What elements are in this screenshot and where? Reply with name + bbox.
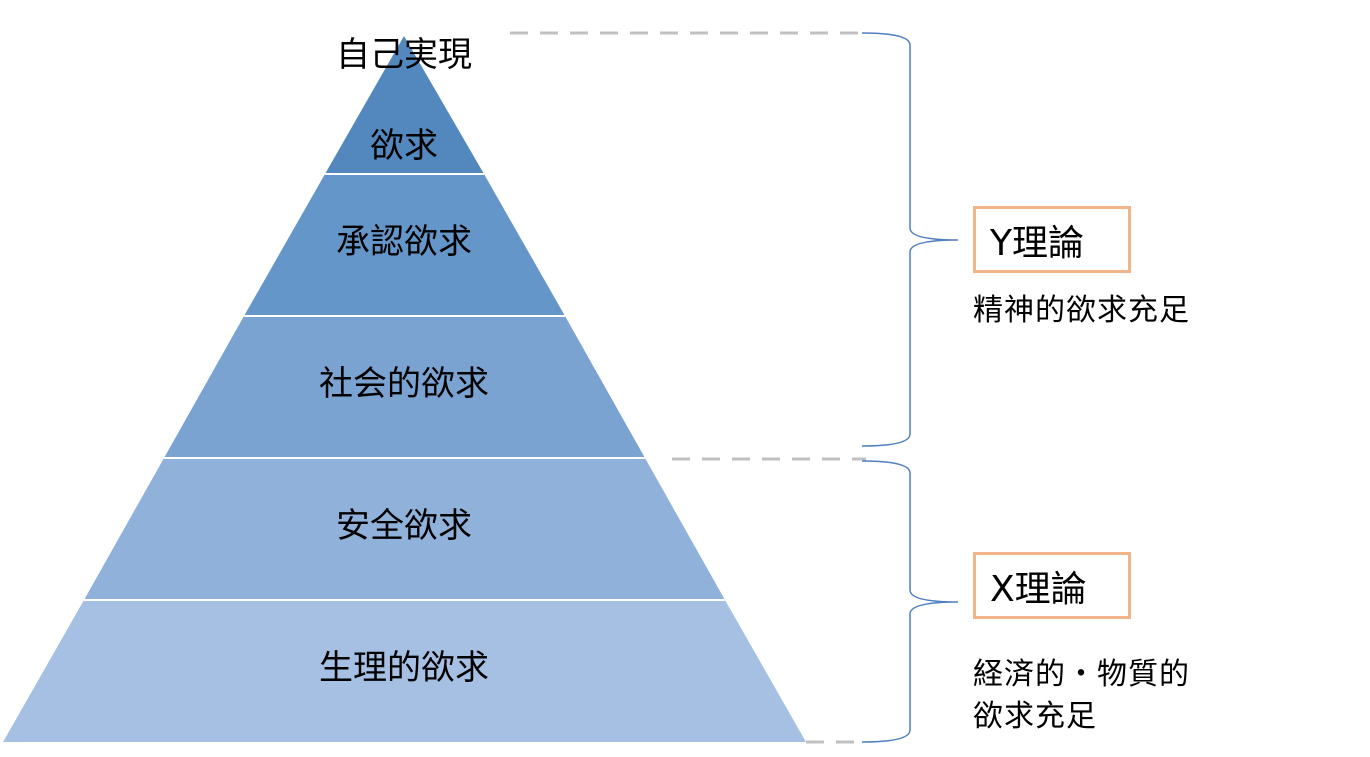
x-theory-note: 経済的・物質的 欲求充足 [973,654,1190,738]
y-theory-note-text: 精神的欲求充足 [973,293,1190,328]
level-label-social: 社会的欲求 [319,364,489,404]
level-label-physiological: 生理的欲求 [319,648,489,688]
pyramid-level-social [164,316,645,458]
level-label-self-actualization-line1: 自己実現 [336,35,472,75]
x-theory-note-line1: 経済的・物質的 [973,657,1190,692]
x-theory-title: X理論 [990,568,1087,610]
pyramid-level-self-actualization [325,36,484,174]
level-label-safety: 安全欲求 [336,506,472,546]
dashed-guides [510,31,866,744]
pyramid-level-esteem [244,174,565,316]
x-theory-box: X理論 [973,552,1131,619]
pyramid-level-physiological [3,600,806,742]
braces [861,32,959,743]
y-theory-box: Y理論 [973,206,1131,273]
level-separators [84,173,725,601]
level-label-self-actualization-line2: 欲求 [370,126,438,166]
brace-x-theory [861,460,959,743]
level-label-esteem: 承認欲求 [336,222,472,262]
brace-y-theory [861,32,959,447]
x-theory-note-line2: 欲求充足 [973,699,1097,734]
y-theory-note: 精神的欲求充足 [973,290,1190,332]
y-theory-title: Y理論 [990,222,1084,264]
pyramid-level-safety [84,458,725,600]
